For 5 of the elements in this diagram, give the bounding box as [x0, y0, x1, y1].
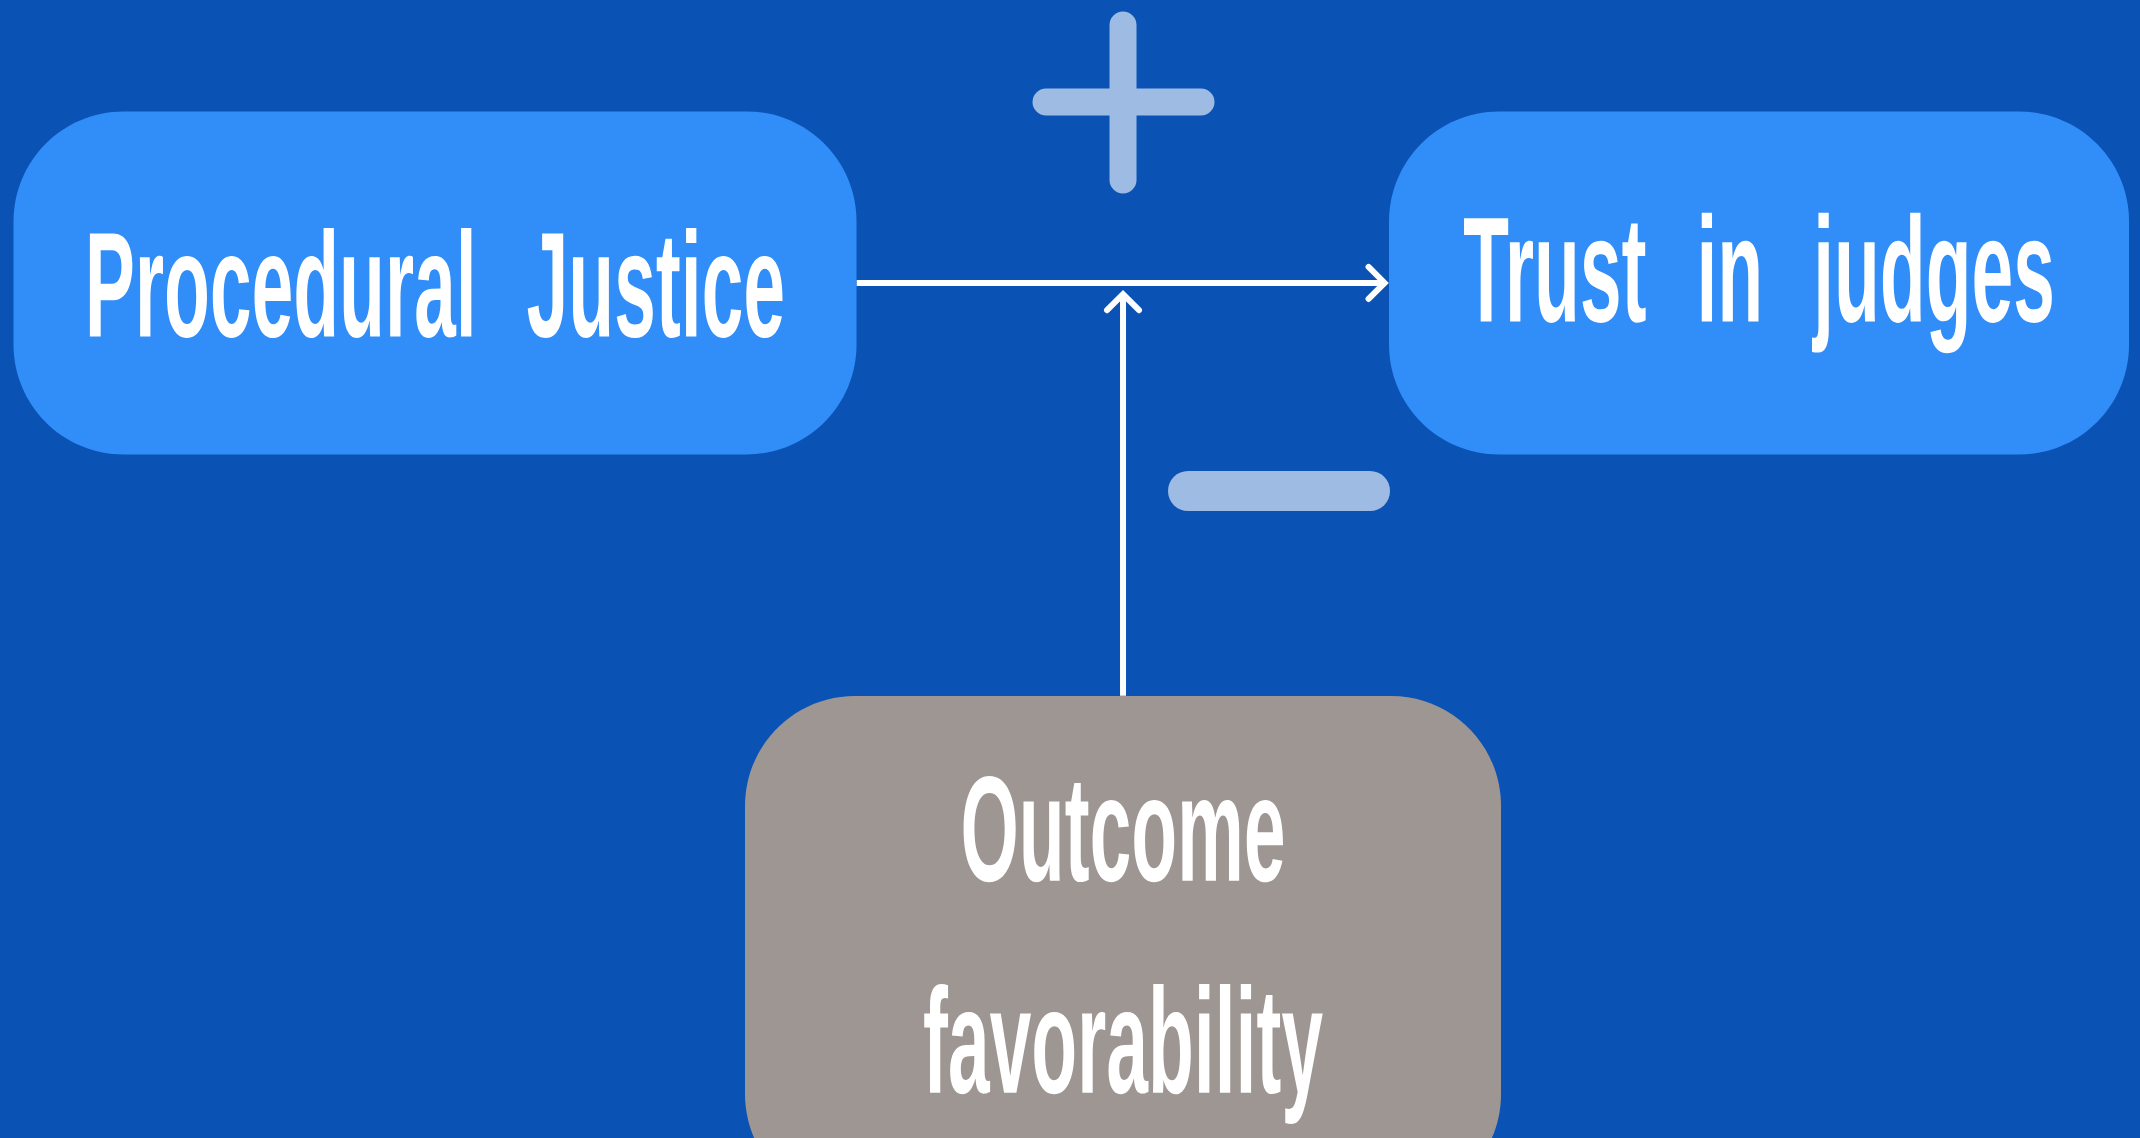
- arrow: [1104, 290, 1142, 696]
- rounded-box: Outcome favorability: [745, 696, 1501, 1138]
- rounded-box: Trust in judges: [1389, 111, 2130, 455]
- arrow: [856, 264, 1389, 302]
- rounded-box: Procedural Justice: [13, 111, 857, 455]
